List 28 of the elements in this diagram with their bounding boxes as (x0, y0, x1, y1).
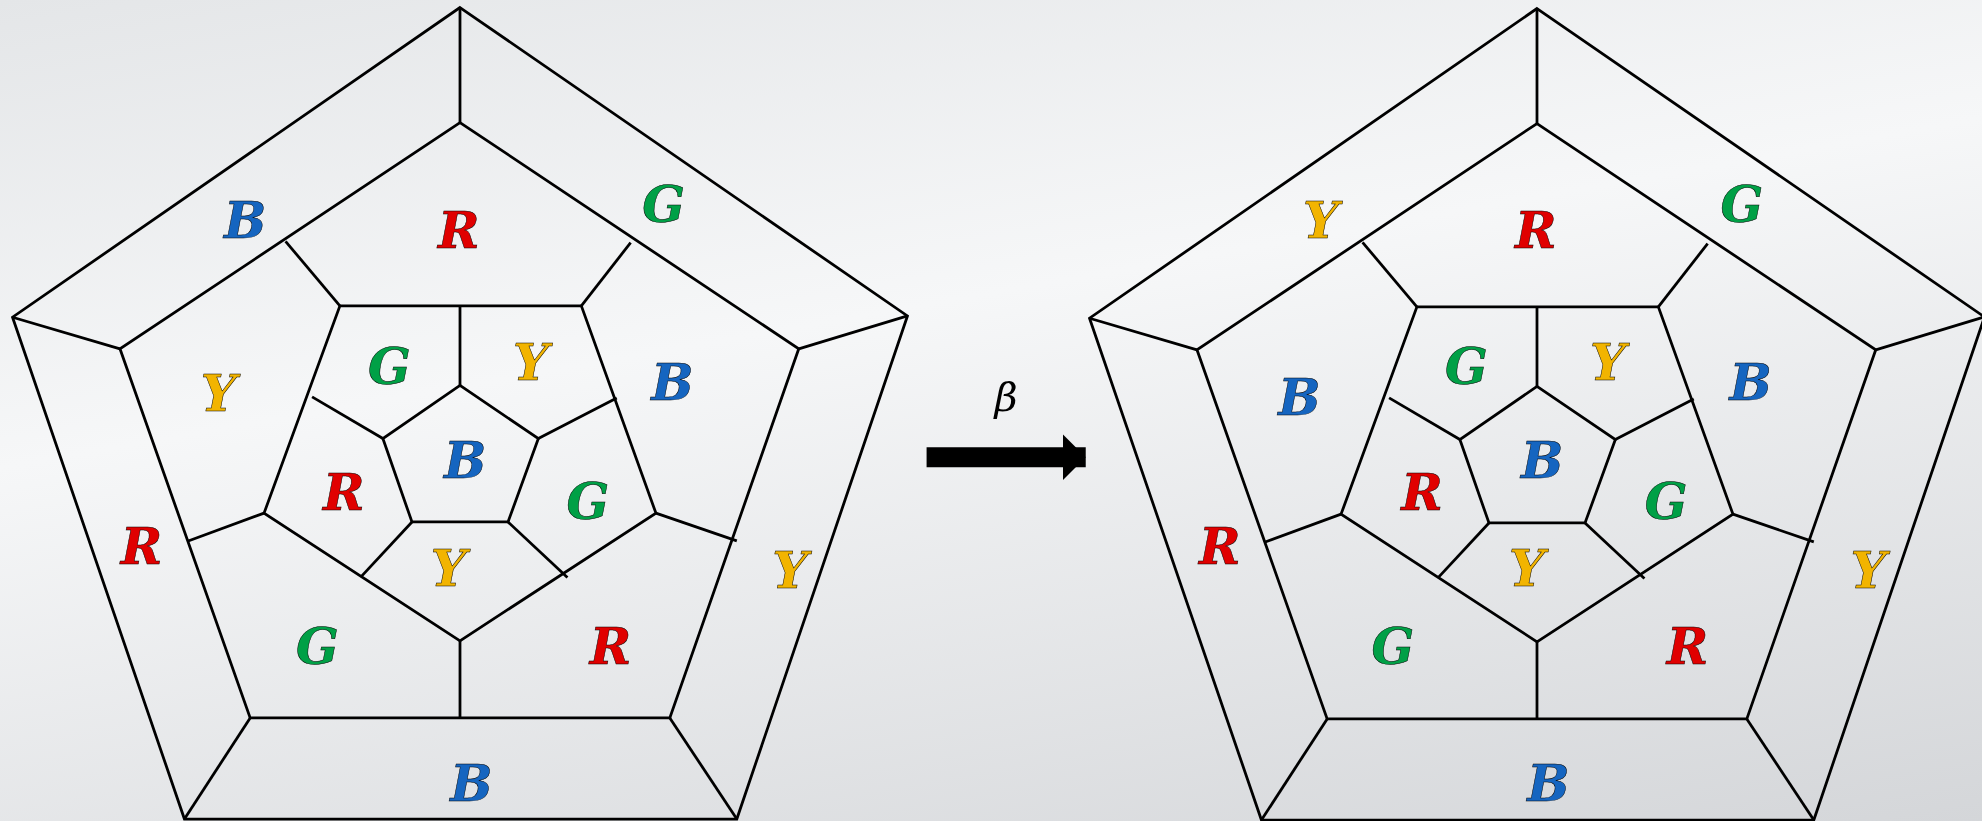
arrow (926, 434, 1086, 480)
region-color-letter: B (1278, 373, 1321, 424)
region-color-letter: R (589, 622, 632, 673)
region-color-letter: B (1729, 358, 1772, 408)
region-color-letter: G (367, 341, 411, 392)
region-color-letter: G (1720, 179, 1764, 230)
region-color-letter: R (120, 522, 163, 573)
region-color-letter: B (224, 196, 267, 247)
region-color-letter: G (1644, 476, 1688, 527)
edge-label: β (994, 376, 1018, 417)
region-color-letter: B (1527, 758, 1570, 809)
region-color-letter: B (1521, 436, 1564, 487)
region-color-letter: R (1666, 622, 1709, 673)
region-color-letter: R (1401, 467, 1443, 518)
pentagon-map-drawing (10, 5, 912, 821)
region-color-letter: B (444, 436, 487, 487)
region-color-letter: R (1515, 206, 1557, 257)
region-color-letter: R (323, 467, 365, 518)
pentagon-map-drawing (1087, 6, 1982, 821)
region-color-letter: B (651, 358, 694, 408)
region-color-letter: G (642, 179, 685, 230)
region-color-letter: R (438, 206, 480, 257)
region-color-letter: G (566, 476, 610, 527)
region-color-letter: G (1444, 341, 1488, 392)
region-color-letter: R (1199, 522, 1241, 573)
region-color-letter: G (1371, 622, 1415, 673)
region-color-letter: B (450, 758, 493, 809)
region-color-letter: G (295, 622, 339, 673)
